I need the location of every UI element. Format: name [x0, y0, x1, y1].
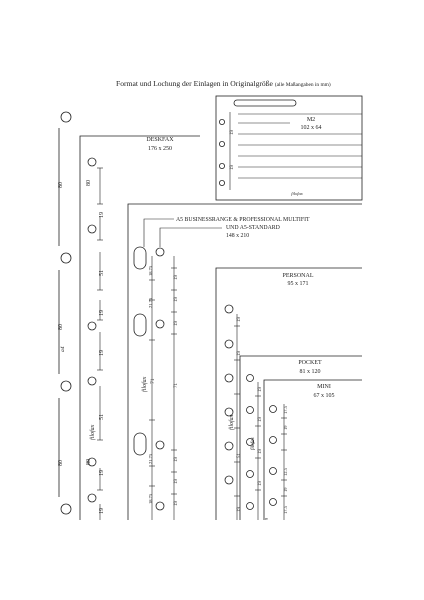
dim-label: 19	[174, 275, 179, 281]
a5-label-2: UND A5-STANDARD	[226, 225, 280, 231]
mini-label: MINI	[317, 384, 331, 390]
dim-label: 80	[86, 180, 92, 186]
personal-label: PERSONAL	[282, 273, 313, 279]
brand-logo: filofax	[291, 191, 303, 196]
mini-size: 67 x 105	[314, 393, 335, 399]
brand-logo: filofax	[251, 436, 256, 450]
page-title: Format und Lochung der Einlagen in Origi…	[116, 79, 416, 88]
dim-label: 17.5	[283, 405, 288, 414]
dim-label: 19	[237, 507, 242, 513]
deskfax-size: 176 x 250	[148, 146, 172, 152]
dim-label: 19	[230, 165, 235, 171]
dim-label: 51	[99, 270, 105, 276]
pocket-size: 81 x 120	[300, 369, 321, 375]
pocket-page: POCKET 81 x 120 19 19 19 19 filofax	[239, 355, 362, 520]
dim-label: 9	[264, 517, 269, 520]
personal-page: PERSONAL 95 x 171 19 19 51 19 filofax	[215, 267, 362, 520]
dim-label: 19	[99, 310, 105, 316]
dim-label: 17.5	[283, 505, 288, 514]
svg-text:a4: a4	[59, 346, 66, 352]
dim-label: 18.75	[148, 265, 153, 276]
brand-logo: filofax	[228, 414, 235, 430]
outer-page-fragment: 80 80 80 a4	[58, 111, 72, 515]
dim-label: 19	[283, 425, 288, 430]
deskfax-label: DESKFAX	[146, 137, 174, 143]
dim-label: 19	[99, 508, 105, 514]
deskfax-page: DESKFAX 176 x 250 80 80 19 5	[79, 135, 200, 520]
dim-label: 19	[174, 501, 179, 507]
dim-label: 19	[283, 487, 288, 492]
m2-page: M2 102 x 64 19 19 filofax	[215, 95, 363, 201]
dim-label: 19	[237, 351, 242, 357]
dim-label: 71	[150, 378, 156, 384]
dim-label: 19	[99, 212, 105, 218]
dim-label: 21.75	[148, 453, 153, 464]
dim-label: 80	[86, 459, 92, 465]
title-note: (alle Maßangaben in mm)	[274, 82, 331, 88]
dim-label: 19	[258, 449, 263, 455]
dim-label: 71	[174, 383, 179, 389]
dim-label: 80	[58, 182, 64, 188]
a5-size: 148 x 210	[226, 233, 249, 239]
dim-label: 19	[258, 387, 263, 393]
dim-label: 80	[58, 460, 64, 466]
brand-logo: filofax	[89, 424, 96, 440]
brand-logo: filofax	[141, 376, 148, 392]
a5-page: A5 BUSINESSRANGE & PROFESSIONAL MULTIFIT…	[127, 203, 362, 520]
dim-label: 19	[174, 479, 179, 485]
dim-label: 19	[174, 457, 179, 463]
dim-label: 51	[237, 453, 242, 459]
dim-label: 19	[230, 130, 235, 136]
dim-label: 19	[174, 321, 179, 327]
dim-label: 19	[237, 317, 242, 323]
title-main: Format und Lochung der Einlagen in Origi…	[116, 79, 273, 88]
mini-page: MINI 67 x 105 17.5 19 12.5 19 17.5 9	[263, 379, 362, 520]
dim-label: 19	[258, 481, 263, 487]
dim-label: 19	[99, 350, 105, 356]
dim-label: 19	[174, 297, 179, 303]
a5-label: A5 BUSINESSRANGE & PROFESSIONAL MULTIFIT	[176, 217, 310, 223]
dim-label: 51	[99, 414, 105, 420]
dim-label: 80	[58, 324, 64, 330]
dim-label: 19	[99, 470, 105, 476]
pocket-label: POCKET	[298, 360, 322, 366]
dim-label: 18.75	[148, 493, 153, 504]
dim-label: 19	[258, 417, 263, 423]
dim-label: 21.75	[148, 297, 153, 308]
dim-label: 12.5	[283, 467, 288, 476]
m2-label: M2	[307, 117, 315, 123]
m2-size: 102 x 64	[301, 125, 322, 131]
personal-size: 95 x 171	[288, 281, 309, 287]
